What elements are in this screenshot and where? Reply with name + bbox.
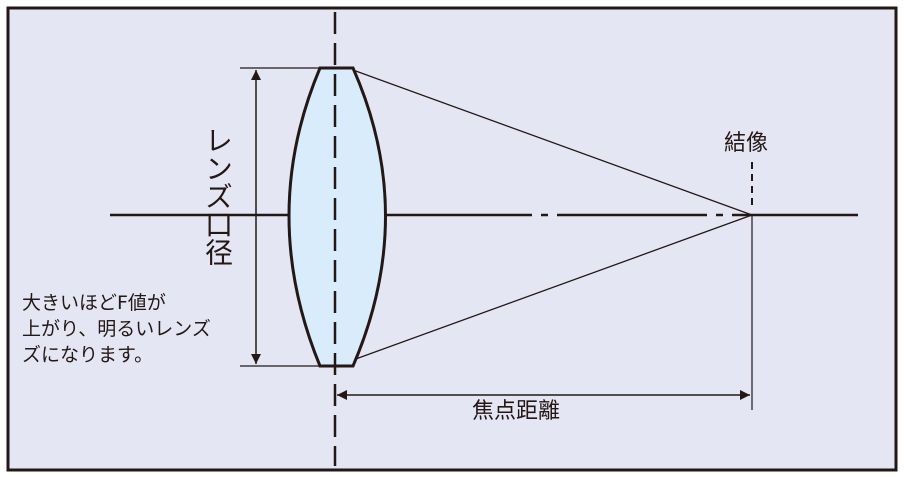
light-ray-lower [352, 214, 753, 361]
lens-diameter-label: レンズ口径 [201, 126, 234, 266]
diagram-frame [6, 6, 898, 472]
f-number-note: 大きいほどF値が 上がり、明るいレンズ ズになります。 [22, 292, 211, 366]
image-formation-label: 結像 [724, 131, 769, 156]
focal-length-label: 焦点距離 [472, 399, 561, 424]
light-ray-upper [352, 69, 753, 216]
convex-lens [287, 66, 387, 368]
